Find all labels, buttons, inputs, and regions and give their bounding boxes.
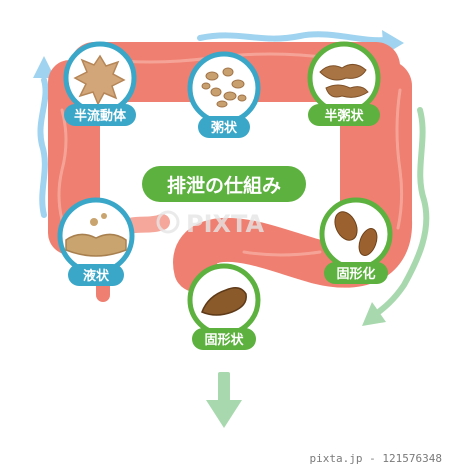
flow-arrow-ascending — [37, 77, 49, 218]
stage-liquid: 液状 — [57, 197, 135, 286]
stage-label-gruel: 粥状 — [211, 120, 238, 136]
title-banner: 排泄の仕組み — [142, 166, 306, 202]
stool-gruel-icon — [201, 67, 247, 108]
stool-half-gruel-icon — [319, 64, 369, 98]
stage-solidifying: 固形化 — [319, 197, 393, 284]
stool-liquid-icon — [65, 233, 127, 257]
flow-arrow-transverse — [197, 31, 388, 44]
stage-gruel: 粥状 — [187, 51, 261, 138]
stage-solid: 固形状 — [187, 263, 261, 350]
flow-arrowhead-up — [33, 56, 55, 78]
stage-label-solidifying: 固形化 — [336, 266, 375, 282]
stool-solid-icon — [201, 287, 247, 316]
stage-half-gruel: 半粥状 — [307, 41, 381, 126]
stage-label-half-gruel: 半粥状 — [324, 108, 364, 124]
exit-arrowhead-down — [206, 400, 242, 428]
watermark: PIXTA — [156, 210, 265, 238]
stool-solidifying-icon — [334, 211, 378, 256]
stage-half-fluid: 半流動体 — [63, 41, 137, 126]
flow-arrowhead-down-left — [362, 302, 386, 326]
diagram-title: 排泄の仕組み — [167, 174, 281, 197]
watermark-text: PIXTA — [186, 210, 265, 238]
stage-label-liquid: 液状 — [83, 268, 110, 284]
flow-arrow-descending — [373, 107, 430, 317]
exit-arrow-shaft — [218, 372, 230, 402]
stage-label-solid: 固形状 — [204, 332, 244, 348]
stage-label-half-fluid: 半流動体 — [74, 108, 127, 124]
image-credit: pixta.jp - 121576348 — [309, 452, 442, 465]
flow-arrows — [33, 30, 430, 428]
